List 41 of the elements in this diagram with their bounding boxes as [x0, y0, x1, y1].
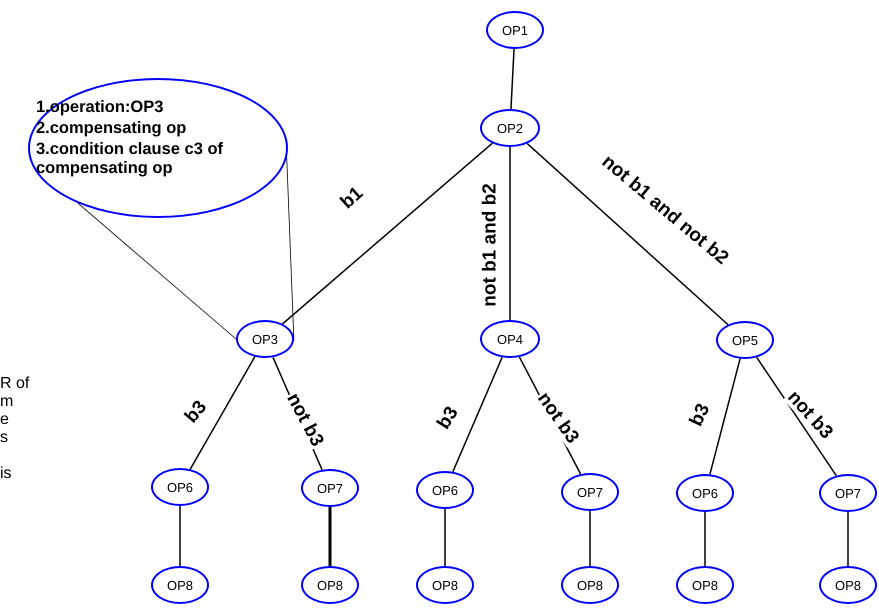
node-label: OP7: [316, 482, 343, 494]
node-label: OP4: [496, 332, 523, 346]
cropped-text: is: [0, 466, 12, 482]
leader-line: [78, 202, 236, 340]
cropped-text: m: [0, 394, 14, 410]
node-label: OP2: [496, 122, 523, 134]
tree-edge: [704, 512, 706, 566]
node-label: OP6: [692, 486, 718, 500]
node-label: OP8: [576, 578, 603, 592]
tree-edge: [847, 512, 849, 566]
tree-edge: [190, 356, 256, 470]
tree-edge: [526, 143, 728, 326]
node-label: OP8: [316, 578, 343, 592]
node-label: OP6: [166, 480, 193, 494]
cropped-text: R of: [0, 376, 30, 392]
tree-edge: [328, 507, 332, 566]
callout-text: 2.compensating op: [36, 119, 186, 138]
callout-text: 3.condition clause c3 of compensating op: [36, 140, 224, 178]
tree-edge: [510, 48, 515, 110]
operation-ellipse: [236, 320, 294, 358]
node-label: OP7: [834, 486, 861, 500]
tree-edge: [452, 357, 503, 472]
node-label: OP8: [166, 578, 193, 592]
tree-edge: [756, 356, 837, 476]
node-label: OP3: [252, 332, 278, 346]
node-label: OP7: [576, 486, 603, 498]
tree-edge: [282, 142, 493, 324]
tree-edge: [444, 509, 446, 566]
node-label: OP8: [834, 578, 861, 592]
tree-edge: [709, 358, 741, 474]
cropped-text: e: [0, 412, 9, 428]
node-label: OP8: [692, 578, 718, 592]
node-label: OP8: [432, 578, 458, 592]
cropped-text: s: [0, 430, 8, 446]
tree-edge: [589, 511, 591, 566]
callout-ellipse: [28, 78, 288, 218]
node-label: OP1: [502, 24, 528, 36]
tree-edge: [509, 147, 511, 320]
tree-edge: [179, 506, 181, 566]
node-label: OP6: [432, 484, 458, 496]
node-label: OP5: [732, 334, 758, 346]
